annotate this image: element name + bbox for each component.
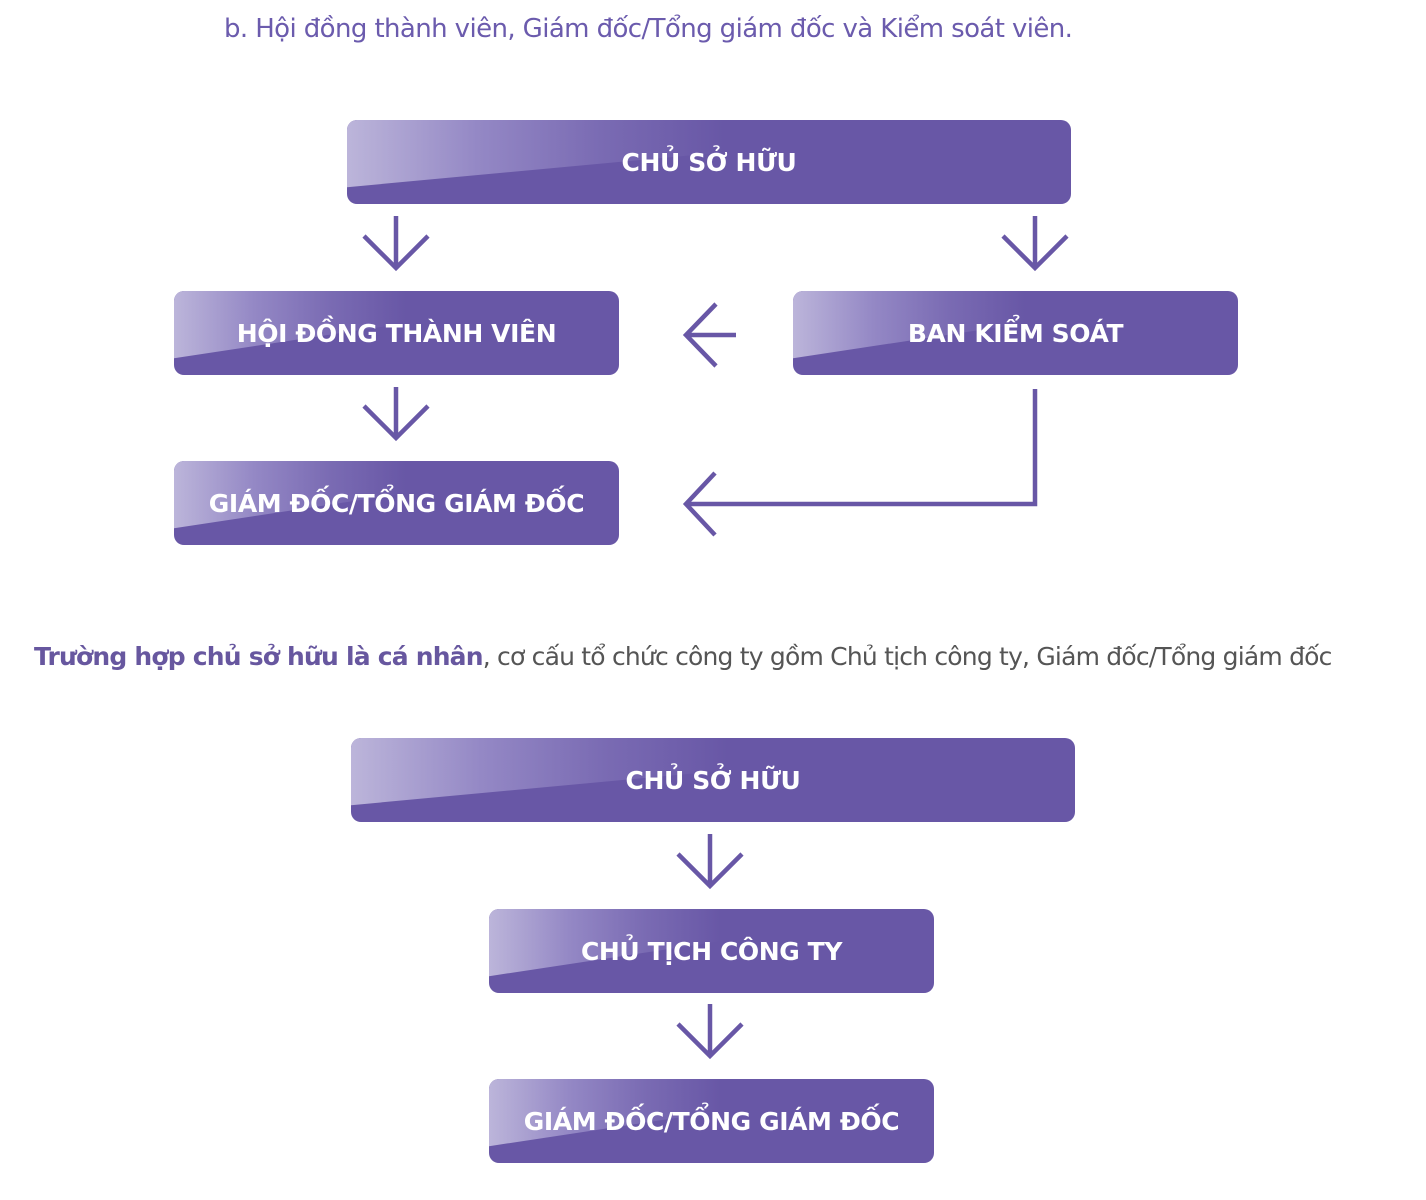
box-owner-2: CHỦ SỞ HỮU bbox=[351, 738, 1075, 822]
note-text-strong: Trường hợp chủ sở hữu là cá nhân bbox=[34, 642, 484, 671]
box-chairman-label: CHỦ TỊCH CÔNG TY bbox=[580, 936, 843, 966]
box-director-1: GIÁM ĐỐC/TỔNG GIÁM ĐỐC bbox=[174, 461, 619, 545]
box-chairman: CHỦ TỊCH CÔNG TY bbox=[489, 909, 934, 993]
arrow-council-to-director bbox=[362, 387, 430, 442]
arrow-control-to-council bbox=[682, 302, 736, 368]
arrow-owner-to-council bbox=[362, 216, 430, 272]
arrow-owner-to-chairman bbox=[676, 834, 744, 890]
box-members-council-label: HỘI ĐỒNG THÀNH VIÊN bbox=[236, 318, 557, 348]
box-members-council: HỘI ĐỒNG THÀNH VIÊN bbox=[174, 291, 619, 375]
box-owner-1: CHỦ SỞ HỮU bbox=[347, 120, 1071, 204]
note-text: Trường hợp chủ sở hữu là cá nhân, cơ cấu… bbox=[34, 642, 1332, 671]
box-director-2-label: GIÁM ĐỐC/TỔNG GIÁM ĐỐC bbox=[523, 1106, 900, 1136]
arrow-owner-to-control bbox=[1001, 216, 1069, 272]
arrow-control-to-director bbox=[682, 389, 1038, 537]
arrow-chairman-to-director bbox=[676, 1004, 744, 1060]
note-text-rest: , cơ cấu tổ chức công ty gồm Chủ tịch cô… bbox=[482, 642, 1333, 671]
box-director-1-label: GIÁM ĐỐC/TỔNG GIÁM ĐỐC bbox=[208, 488, 585, 518]
box-director-2: GIÁM ĐỐC/TỔNG GIÁM ĐỐC bbox=[489, 1079, 934, 1163]
box-owner-1-label: CHỦ SỞ HỮU bbox=[621, 147, 797, 177]
section-heading: b. Hội đồng thành viên, Giám đốc/Tổng gi… bbox=[224, 14, 1073, 44]
box-control-board-label: BAN KIỂM SOÁT bbox=[907, 318, 1124, 348]
box-owner-2-label: CHỦ SỞ HỮU bbox=[625, 765, 801, 795]
box-control-board: BAN KIỂM SOÁT bbox=[793, 291, 1238, 375]
